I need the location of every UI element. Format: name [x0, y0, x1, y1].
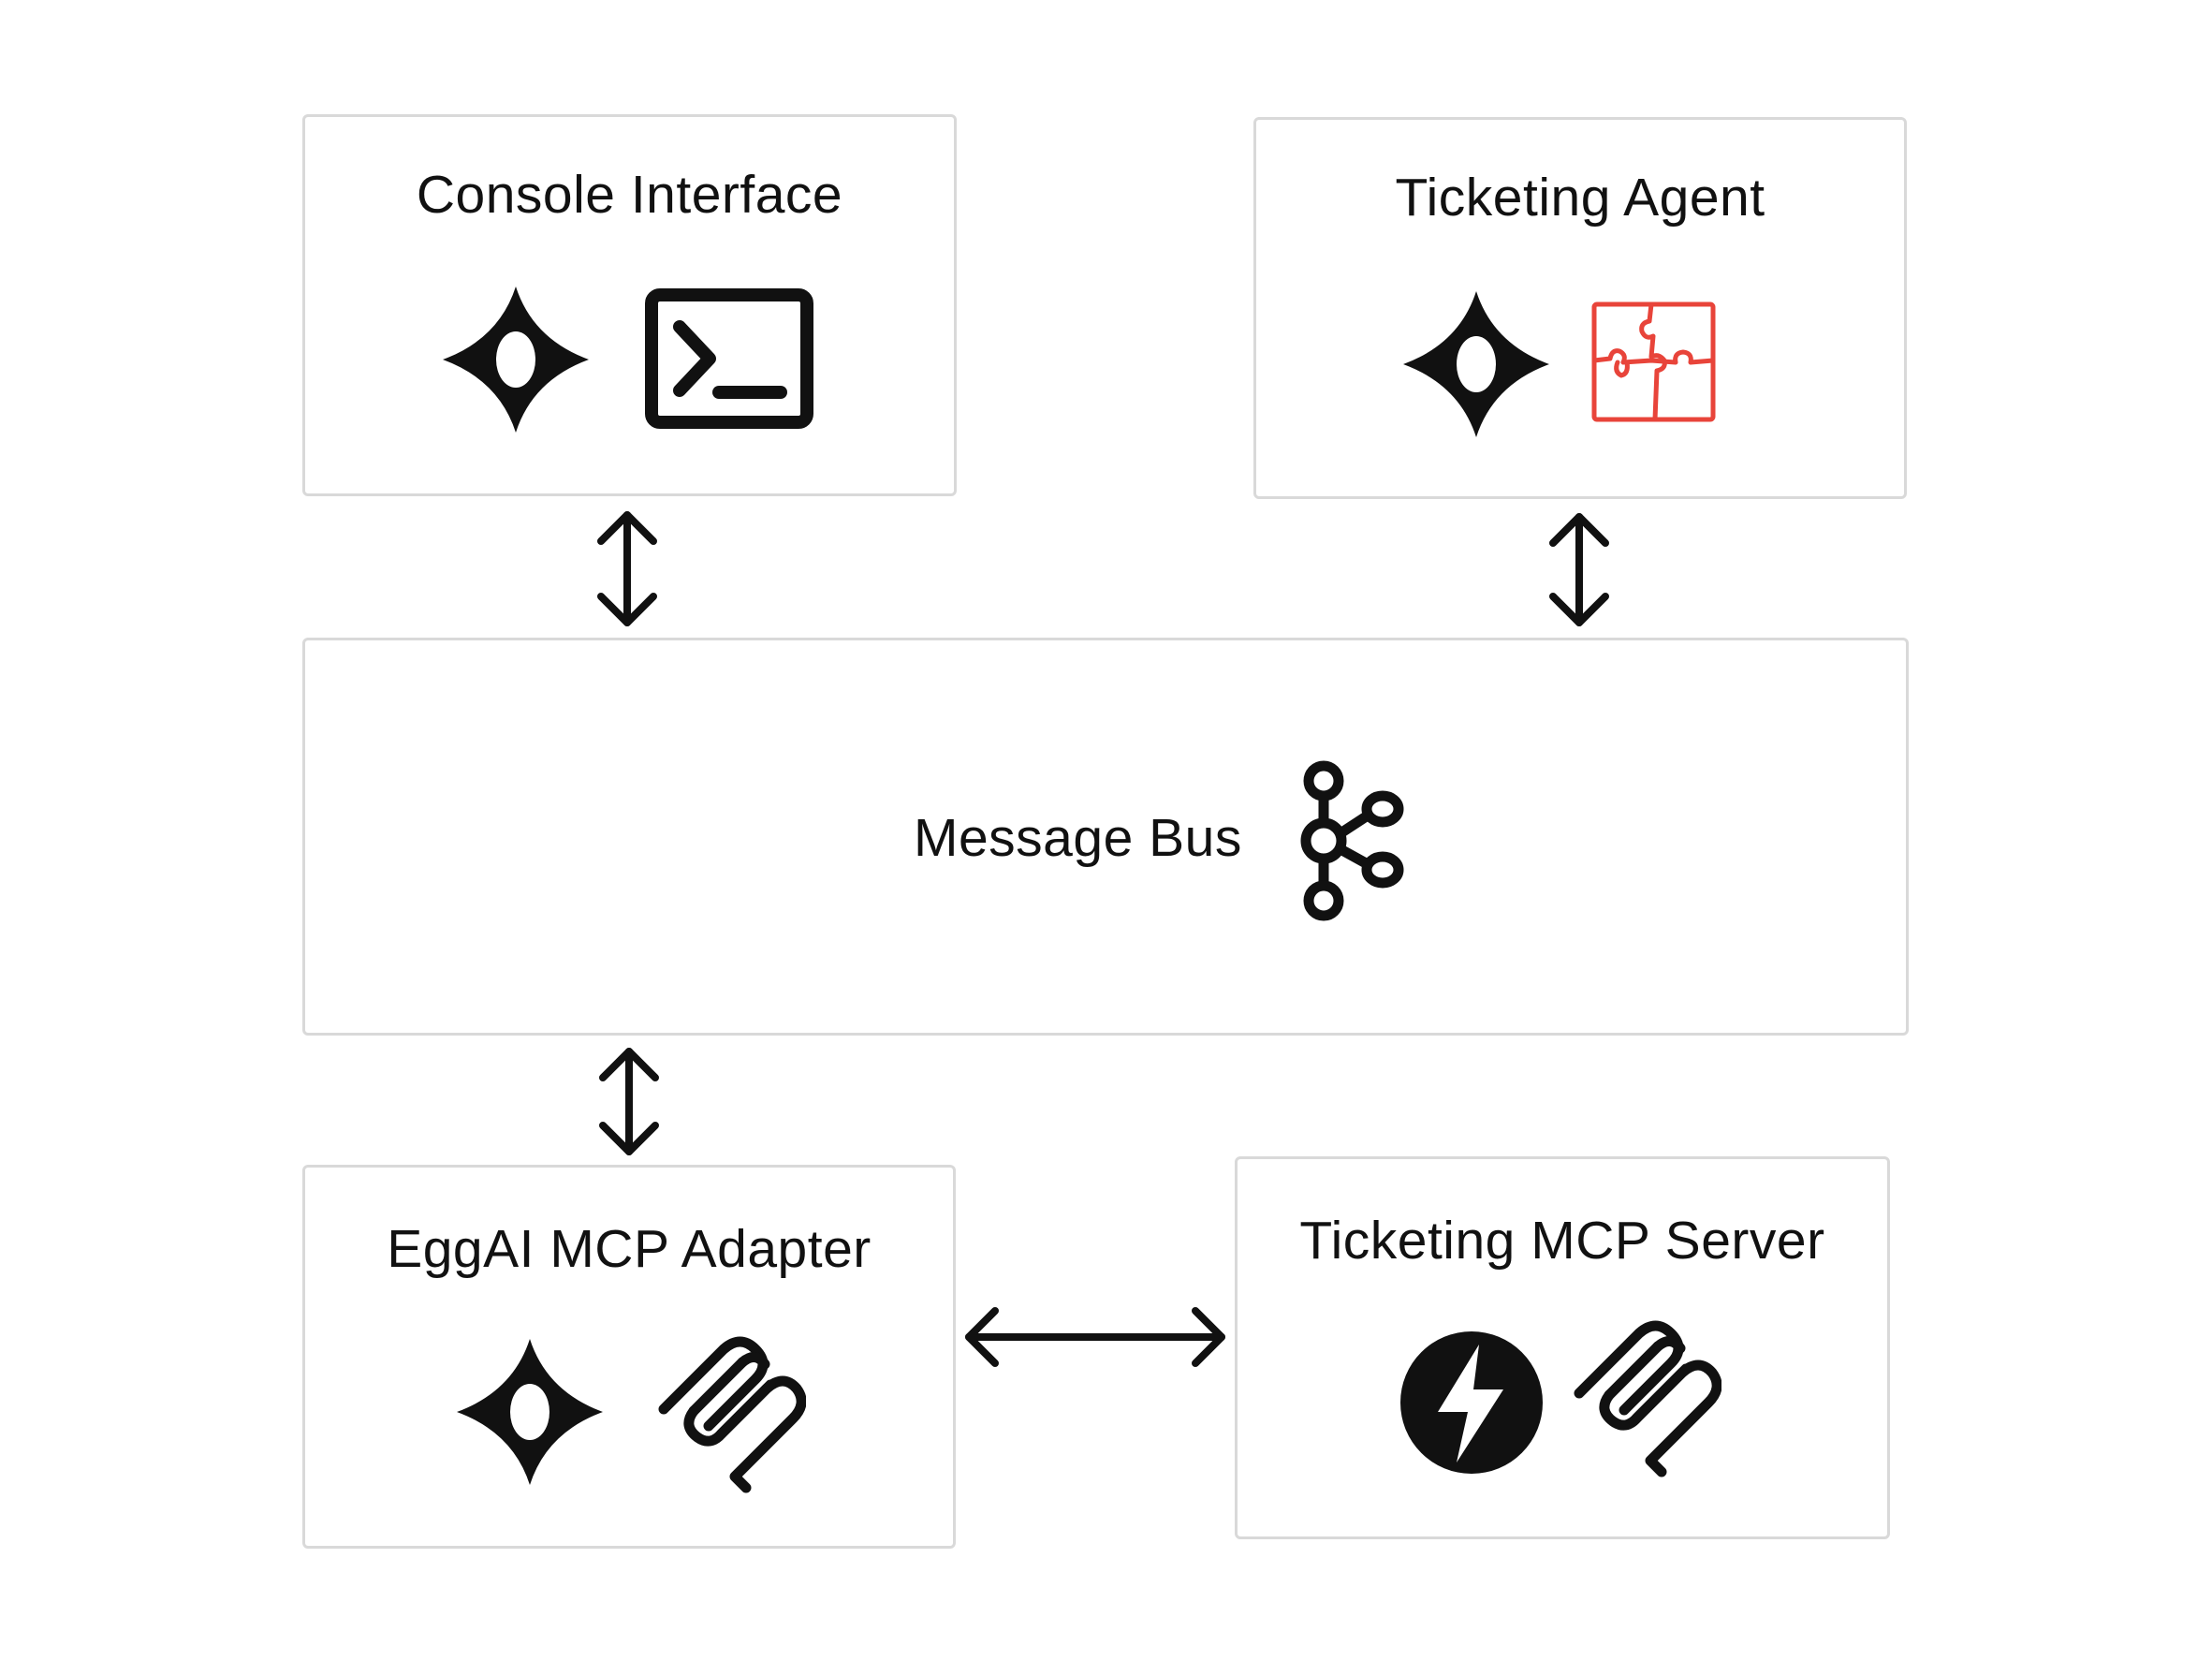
- eggai-star-icon: [457, 1339, 603, 1485]
- ticketing-agent-title: Ticketing Agent: [1395, 168, 1765, 228]
- puzzle-icon: [1591, 301, 1716, 422]
- mcp-icon: [1574, 1320, 1721, 1477]
- message-bus-node: Message Bus: [302, 638, 1909, 1036]
- kafka-icon: [1300, 760, 1404, 921]
- edge-mcp-adapter-mcp-server: [965, 1307, 1225, 1367]
- eggai-star-icon: [443, 287, 589, 433]
- edge-ticketing-agent-message-bus: [1549, 513, 1609, 626]
- mcp-icon: [658, 1336, 806, 1493]
- eggai-mcp-adapter-node: EggAI MCP Adapter: [302, 1165, 956, 1549]
- message-bus-title: Message Bus: [914, 808, 1242, 868]
- fastapi-bolt-icon: [1400, 1331, 1543, 1474]
- ticketing-agent-node: Ticketing Agent: [1253, 117, 1907, 499]
- console-interface-title: Console Interface: [416, 165, 843, 225]
- ticketing-mcp-server-title: Ticketing MCP Server: [1299, 1211, 1825, 1271]
- ticketing-mcp-server-node: Ticketing MCP Server: [1235, 1156, 1890, 1539]
- edge-message-bus-mcp-adapter: [599, 1048, 659, 1155]
- eggai-star-icon: [1403, 291, 1549, 437]
- edge-console-message-bus: [597, 511, 657, 626]
- console-interface-node: Console Interface: [302, 114, 957, 496]
- terminal-icon: [645, 288, 813, 429]
- eggai-mcp-adapter-title: EggAI MCP Adapter: [387, 1219, 872, 1279]
